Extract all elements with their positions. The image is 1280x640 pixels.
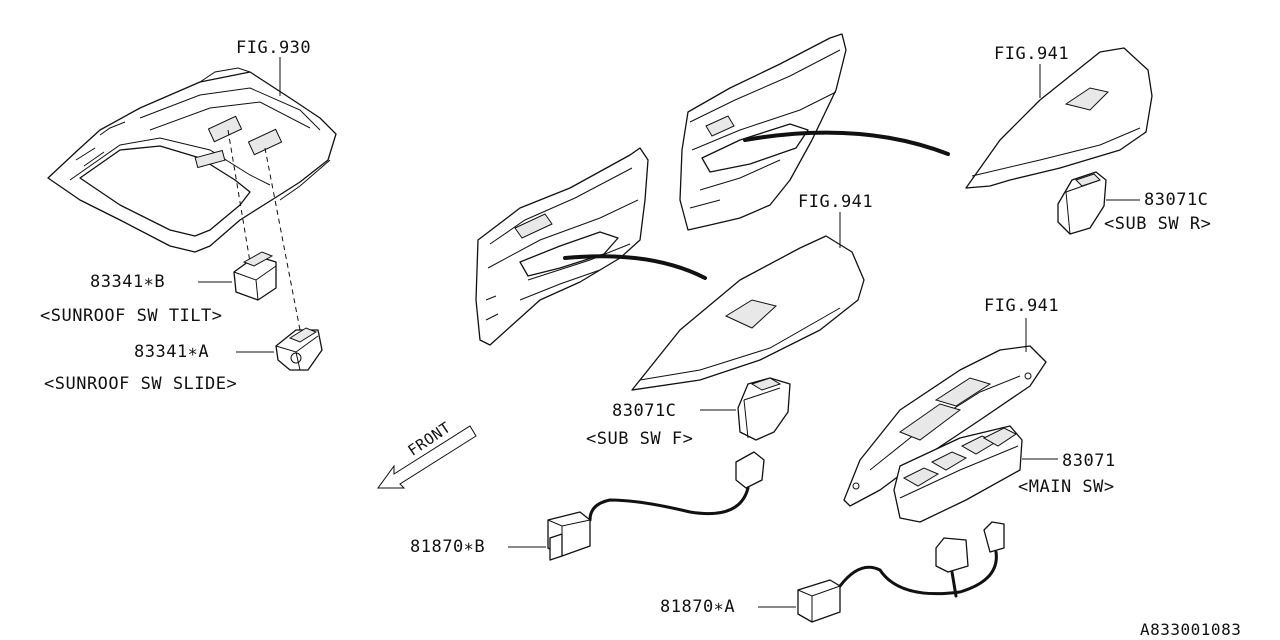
- front-armrest-panel: [631, 235, 865, 391]
- harness-main: [797, 521, 1005, 623]
- fig-930-label: FIG.930: [236, 38, 312, 58]
- part-number-83071c-front: 83071C: [612, 401, 677, 421]
- main-switch: [893, 425, 1023, 523]
- front-door-trim: [475, 147, 649, 346]
- fig-941-top-label: FIG.941: [994, 44, 1070, 64]
- fig-941-mid-label: FIG.941: [798, 192, 874, 212]
- part-number-83341b: 83341∗B: [90, 272, 166, 292]
- front-direction-arrow: [377, 425, 477, 489]
- sunroof-slide-description: <SUNROOF SW SLIDE>: [44, 374, 238, 394]
- harness-front: [547, 451, 765, 561]
- part-number-81870b: 81870∗B: [410, 537, 486, 557]
- diagram-id: A833001083: [1140, 620, 1242, 639]
- fig-941-main-label: FIG.941: [984, 296, 1060, 316]
- part-number-81870a: 81870∗A: [660, 597, 736, 617]
- main-switch-bezel: [843, 345, 1047, 507]
- sunroof-tilt-description: <SUNROOF SW TILT>: [40, 306, 223, 326]
- sub-switch-front: [737, 377, 791, 441]
- part-number-83341a: 83341∗A: [134, 342, 210, 362]
- sunroof-tilt-switch: [233, 251, 277, 301]
- sunroof-slide-switch: [275, 327, 323, 371]
- rear-armrest-panel: [965, 47, 1153, 189]
- main-switch-description: <MAIN SW>: [1018, 477, 1115, 497]
- part-number-83071c-rear: 83071C: [1144, 190, 1209, 210]
- sub-switch-rear: [1057, 171, 1107, 235]
- sub-switch-front-description: <SUB SW F>: [586, 429, 694, 449]
- part-number-83071: 83071: [1062, 451, 1116, 471]
- overhead-console: [47, 67, 337, 253]
- sub-switch-rear-description: <SUB SW R>: [1104, 214, 1212, 234]
